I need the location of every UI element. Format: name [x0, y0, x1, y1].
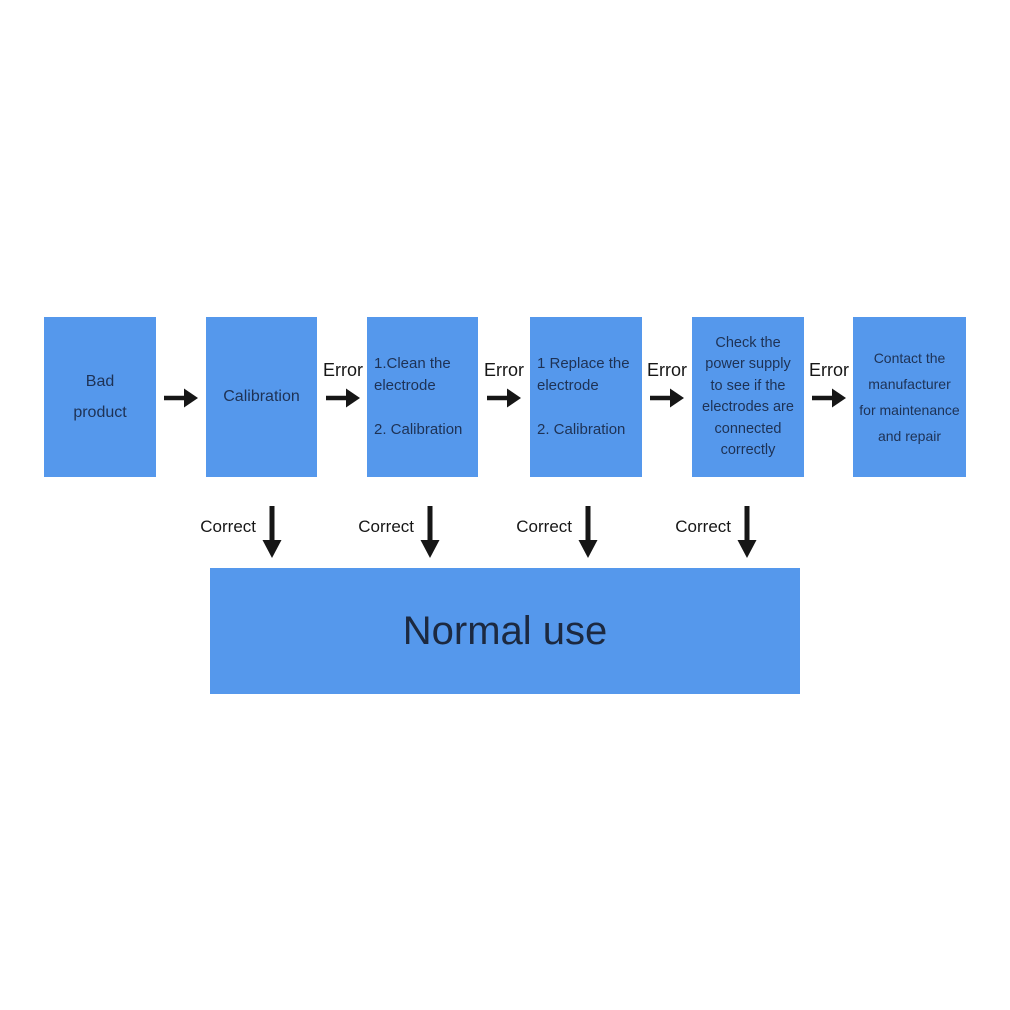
- box-text-line: for maintenance: [859, 402, 960, 418]
- arrow-right-icon: [164, 388, 198, 408]
- flow-box-calibration: Calibration: [206, 317, 317, 477]
- error-label: Error: [484, 360, 524, 380]
- box-text-line: 2. Calibration: [537, 421, 626, 438]
- box-text-line: Contact the: [873, 350, 946, 366]
- correct-label: Correct: [200, 517, 256, 536]
- error-label: Error: [323, 360, 363, 380]
- arrow-right-icon: [487, 388, 521, 408]
- arrow-right-icon: [326, 388, 360, 408]
- arrow-right-icon: [650, 388, 684, 408]
- box-text-line: 2. Calibration: [374, 421, 463, 438]
- flow-box-replace-electrode: 1 Replace the electrode 2. Calibration: [530, 317, 642, 477]
- arrow-down-icon: [420, 506, 440, 558]
- box-text-line: Check the: [715, 334, 781, 351]
- arrow-down-icon: [262, 506, 282, 558]
- correct-label: Correct: [358, 517, 414, 536]
- flow-box-contact-manufacturer: Contact the manufacturer for maintenance…: [853, 317, 966, 477]
- error-label: Error: [809, 360, 849, 380]
- box-text-line: Calibration: [223, 388, 300, 405]
- box-text-line: manufacturer: [868, 376, 951, 392]
- box-text-line-blank: [374, 397, 476, 419]
- arrow-down-icon: [578, 506, 598, 558]
- arrow-right-icon: [812, 388, 846, 408]
- flow-box-check-power-supply: Check the power supply to see if the ele…: [692, 317, 804, 477]
- flow-box-normal-use: Normal use: [210, 568, 800, 694]
- box-text-line: connected: [714, 420, 782, 437]
- normal-use-label: Normal use: [402, 608, 608, 653]
- box-text-line: correctly: [720, 442, 776, 458]
- box-text-line: 1 Replace the: [537, 355, 630, 372]
- box-text-line: Bad: [85, 373, 115, 390]
- flow-box-clean-electrode: 1.Clean the electrode 2. Calibration: [367, 317, 478, 477]
- flow-box-bad-product: Bad product: [44, 317, 156, 477]
- box-text-line-blank: [537, 397, 640, 419]
- box-text-line: electrode: [374, 377, 436, 394]
- arrow-down-icon: [737, 506, 757, 558]
- box-text-line: 1.Clean the: [374, 355, 451, 372]
- box-text-line: and repair: [877, 428, 942, 444]
- error-label: Error: [647, 360, 687, 380]
- correct-label: Correct: [516, 517, 572, 536]
- box-text-line: to see if the: [710, 377, 786, 394]
- box-text-line: electrodes are: [702, 399, 794, 415]
- box-text-line: power supply: [705, 356, 791, 372]
- box-text-line: electrode: [537, 377, 599, 394]
- correct-label: Correct: [675, 517, 731, 536]
- box-text-line: product: [73, 404, 127, 421]
